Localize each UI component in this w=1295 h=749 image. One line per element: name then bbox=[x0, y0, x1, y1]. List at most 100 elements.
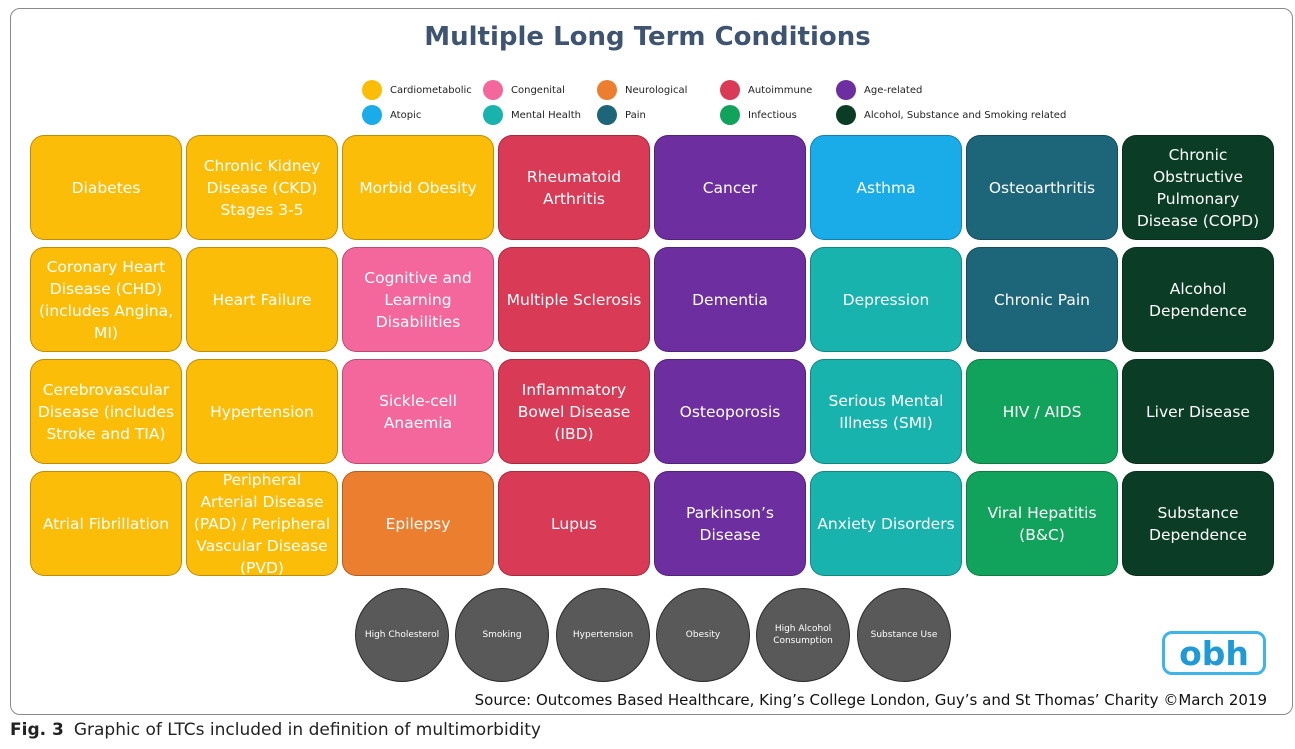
legend-swatch bbox=[836, 80, 856, 100]
legend-item-infectious: Infectious bbox=[720, 105, 797, 125]
condition-label: Inflammatory Bowel Disease (IBD) bbox=[517, 380, 631, 443]
condition-label: HIV / AIDS bbox=[1002, 402, 1082, 421]
legend-label: Mental Health bbox=[511, 109, 581, 121]
condition-tile-diabetes: Diabetes bbox=[30, 135, 182, 240]
caption-text: Graphic of LTCs included in definition o… bbox=[73, 720, 541, 740]
condition-label: Chronic Pain bbox=[993, 290, 1091, 309]
condition-label: Multiple Sclerosis bbox=[506, 290, 642, 309]
legend-swatch bbox=[483, 80, 503, 100]
condition-tile-heart-failure: Heart Failure bbox=[186, 247, 338, 352]
condition-tile-lupus: Lupus bbox=[498, 471, 650, 576]
source-credit: Source: Outcomes Based Healthcare, King’… bbox=[474, 691, 1267, 709]
condition-label: Morbid Obesity bbox=[359, 178, 477, 197]
condition-tile-osteoporosis: Osteoporosis bbox=[654, 359, 806, 464]
condition-tile-multiple-sclerosis: Multiple Sclerosis bbox=[498, 247, 650, 352]
legend-item-alcohol-substance-and-smoking-related: Alcohol, Substance and Smoking related bbox=[836, 105, 1066, 125]
condition-label: Anxiety Disorders bbox=[817, 514, 955, 533]
risk-factor-high-cholesterol: High Cholesterol bbox=[355, 588, 449, 682]
legend-item-neurological: Neurological bbox=[597, 80, 687, 100]
condition-tile-viral-hepatitis-b-c: Viral Hepatitis (B&C) bbox=[966, 471, 1118, 576]
condition-tile-morbid-obesity: Morbid Obesity bbox=[342, 135, 494, 240]
risk-factor-high-alcohol-consumption: High Alcohol Consumption bbox=[756, 588, 850, 682]
condition-tile-hypertension: Hypertension bbox=[186, 359, 338, 464]
condition-label: Serious Mental Illness (SMI) bbox=[828, 391, 944, 432]
condition-label: Liver Disease bbox=[1146, 402, 1250, 421]
legend-label: Infectious bbox=[748, 109, 797, 121]
condition-label: Osteoarthritis bbox=[988, 178, 1096, 197]
condition-label: Rheumatoid Arthritis bbox=[526, 167, 622, 208]
legend-swatch bbox=[597, 105, 617, 125]
risk-factor-obesity: Obesity bbox=[656, 588, 750, 682]
condition-label: Heart Failure bbox=[212, 290, 312, 309]
condition-label: Alcohol Dependence bbox=[1149, 279, 1247, 320]
condition-label: Viral Hepatitis (B&C) bbox=[987, 503, 1097, 544]
condition-tile-inflammatory-bowel-disease-ibd: Inflammatory Bowel Disease (IBD) bbox=[498, 359, 650, 464]
legend-item-age-related: Age-related bbox=[836, 80, 922, 100]
risk-factor-smoking: Smoking bbox=[455, 588, 549, 682]
legend-item-congenital: Congenital bbox=[483, 80, 565, 100]
condition-tile-cancer: Cancer bbox=[654, 135, 806, 240]
figure-title: Multiple Long Term Conditions bbox=[424, 22, 871, 52]
legend-swatch bbox=[362, 105, 382, 125]
risk-factor-hypertension: Hypertension bbox=[556, 588, 650, 682]
legend-item-mental-health: Mental Health bbox=[483, 105, 581, 125]
risk-factor-substance-use: Substance Use bbox=[857, 588, 951, 682]
legend-item-atopic: Atopic bbox=[362, 105, 421, 125]
condition-label: Sickle-cell Anaemia bbox=[379, 391, 457, 432]
condition-label: Cancer bbox=[702, 178, 758, 197]
legend-label: Cardiometabolic bbox=[390, 84, 472, 96]
legend-swatch bbox=[720, 80, 740, 100]
condition-tile-alcohol-dependence: Alcohol Dependence bbox=[1122, 247, 1274, 352]
condition-tile-depression: Depression bbox=[810, 247, 962, 352]
obh-logo: obh bbox=[1162, 631, 1266, 675]
condition-label: Coronary Heart Disease (CHD) (includes A… bbox=[38, 257, 174, 342]
condition-label: Epilepsy bbox=[385, 514, 451, 533]
caption-label: Fig. 3 bbox=[10, 720, 64, 740]
condition-tile-atrial-fibrillation: Atrial Fibrillation bbox=[30, 471, 182, 576]
condition-tile-dementia: Dementia bbox=[654, 247, 806, 352]
legend-swatch bbox=[836, 105, 856, 125]
condition-tile-serious-mental-illness-smi: Serious Mental Illness (SMI) bbox=[810, 359, 962, 464]
condition-tile-cerebrovascular-disease-includes-stroke-and-tia: Cerebrovascular Disease (includes Stroke… bbox=[30, 359, 182, 464]
condition-label: Asthma bbox=[856, 178, 916, 197]
legend-label: Neurological bbox=[625, 84, 688, 96]
figure-caption: Fig. 3 Graphic of LTCs included in defini… bbox=[10, 720, 541, 740]
condition-tile-osteoarthritis: Osteoarthritis bbox=[966, 135, 1118, 240]
legend-swatch bbox=[483, 105, 503, 125]
condition-label: Substance Dependence bbox=[1149, 503, 1247, 544]
legend-swatch bbox=[720, 105, 740, 125]
condition-label: Chronic Obstructive Pulmonary Disease (C… bbox=[1136, 145, 1260, 230]
condition-label: Peripheral Arterial Disease (PAD) / Peri… bbox=[193, 470, 331, 577]
condition-tile-cognitive-and-learning-disabilities: Cognitive and Learning Disabilities bbox=[342, 247, 494, 352]
legend-item-pain: Pain bbox=[597, 105, 646, 125]
legend-label: Congenital bbox=[511, 84, 565, 96]
condition-tile-rheumatoid-arthritis: Rheumatoid Arthritis bbox=[498, 135, 650, 240]
legend-item-autoimmune: Autoimmune bbox=[720, 80, 812, 100]
legend-item-cardiometabolic: Cardiometabolic bbox=[362, 80, 472, 100]
condition-label: Hypertension bbox=[210, 402, 314, 421]
condition-label: Depression bbox=[842, 290, 930, 309]
condition-tile-parkinson-s-disease: Parkinson’s Disease bbox=[654, 471, 806, 576]
condition-tile-liver-disease: Liver Disease bbox=[1122, 359, 1274, 464]
condition-label: Diabetes bbox=[71, 178, 141, 197]
condition-tile-chronic-kidney-disease-ckd-stages-3-5: Chronic Kidney Disease (CKD) Stages 3-5 bbox=[186, 135, 338, 240]
condition-label: Osteoporosis bbox=[679, 402, 781, 421]
condition-label: Parkinson’s Disease bbox=[685, 503, 774, 544]
condition-label: Cerebrovascular Disease (includes Stroke… bbox=[37, 380, 175, 443]
legend-swatch bbox=[597, 80, 617, 100]
condition-label: Atrial Fibrillation bbox=[42, 514, 170, 533]
condition-tile-peripheral-arterial-disease-pad-peripheral-vascular-disease-pvd: Peripheral Arterial Disease (PAD) / Peri… bbox=[186, 470, 338, 577]
condition-tile-coronary-heart-disease-chd-includes-angina-mi: Coronary Heart Disease (CHD) (includes A… bbox=[30, 247, 182, 352]
condition-label: Dementia bbox=[692, 290, 768, 309]
condition-tile-epilepsy: Epilepsy bbox=[342, 471, 494, 576]
condition-tile-asthma: Asthma bbox=[810, 135, 962, 240]
condition-tile-substance-dependence: Substance Dependence bbox=[1122, 471, 1274, 576]
legend-label: Atopic bbox=[390, 109, 422, 121]
legend-swatch bbox=[362, 80, 382, 100]
condition-tile-anxiety-disorders: Anxiety Disorders bbox=[810, 471, 962, 576]
condition-label: Cognitive and Learning Disabilities bbox=[364, 268, 472, 331]
legend-label: Alcohol, Substance and Smoking related bbox=[864, 109, 1067, 121]
condition-label: Chronic Kidney Disease (CKD) Stages 3-5 bbox=[203, 156, 321, 219]
legend-label: Age-related bbox=[864, 84, 923, 96]
legend-label: Pain bbox=[625, 109, 646, 121]
